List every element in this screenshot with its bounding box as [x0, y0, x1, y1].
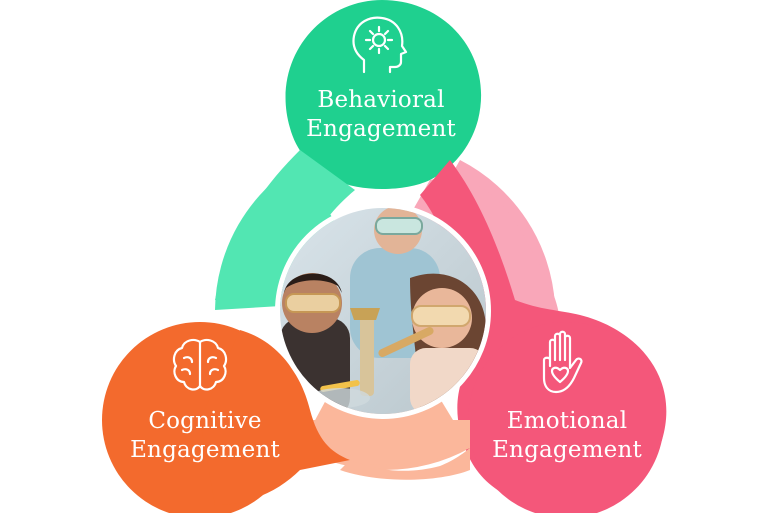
label-emotional-line2: Engagement	[492, 437, 642, 463]
petal-behavioral	[285, 0, 482, 189]
students-lab-illustration	[280, 208, 486, 414]
label-cognitive-line1: Cognitive	[148, 408, 262, 434]
brain-icon	[172, 338, 228, 391]
center-photo	[275, 203, 491, 419]
label-behavioral-line1: Behavioral	[317, 87, 445, 113]
label-emotional-line1: Emotional	[506, 408, 628, 434]
label-emotional: Emotional Engagement	[462, 407, 672, 465]
label-behavioral: Behavioral Engagement	[268, 86, 494, 144]
head-gear-icon	[352, 16, 408, 74]
petal-cognitive	[200, 330, 350, 505]
label-cognitive: Cognitive Engagement	[100, 407, 310, 465]
label-behavioral-line2: Engagement	[306, 116, 456, 142]
petal-emotional-bulb	[468, 322, 664, 513]
label-cognitive-line2: Engagement	[130, 437, 280, 463]
hand-heart-icon	[542, 330, 583, 394]
